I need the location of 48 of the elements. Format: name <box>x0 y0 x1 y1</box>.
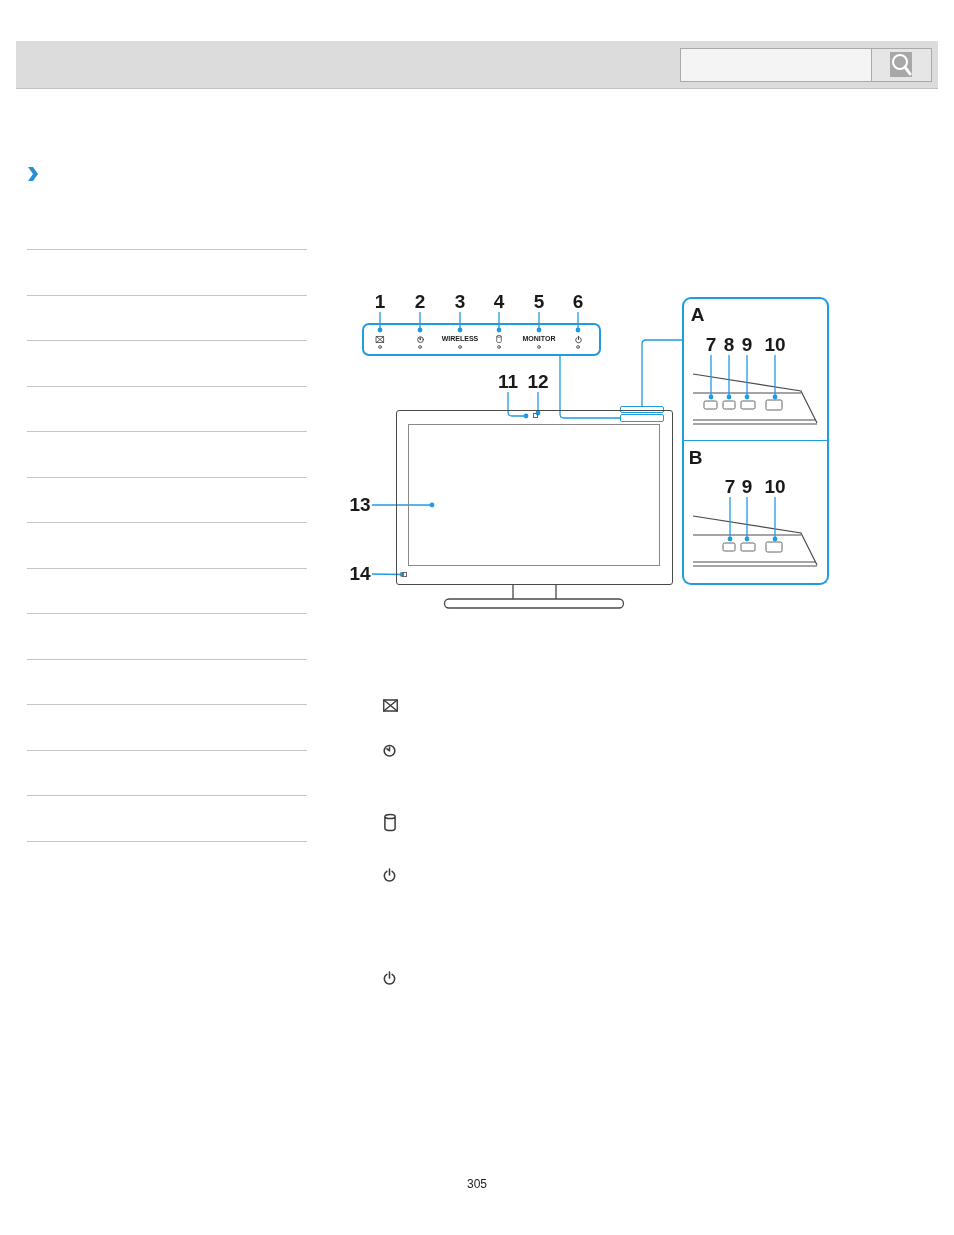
callout-number: 10 <box>763 335 787 355</box>
leader-line <box>772 496 778 542</box>
callout-number: 2 <box>413 292 427 312</box>
connector-line <box>559 355 621 419</box>
leader-line <box>708 354 714 400</box>
callout-number: 5 <box>532 292 546 312</box>
callout-number: 10 <box>763 477 787 497</box>
inset-panel <box>682 441 829 585</box>
callout-number: 9 <box>740 335 754 355</box>
leader-line <box>377 311 383 333</box>
callout-number: 1 <box>373 292 387 312</box>
inset-heading: A <box>690 304 705 325</box>
callout-number: 8 <box>722 335 736 355</box>
sensor-window <box>402 572 407 577</box>
callout-number: 14 <box>348 564 372 584</box>
leader-line <box>457 311 463 333</box>
callout-number: 12 <box>526 372 550 392</box>
camera-window <box>533 413 538 418</box>
leader-line <box>496 311 502 333</box>
indicator-panel <box>362 323 601 356</box>
leader-line <box>744 496 750 542</box>
leader-line <box>726 354 732 400</box>
page-number: 305 <box>466 1177 488 1191</box>
leader-line <box>575 311 581 333</box>
callout-number: 9 <box>740 477 754 497</box>
highlight-frame <box>620 406 664 413</box>
leader-line <box>417 311 423 333</box>
inset-heading: B <box>688 447 703 468</box>
leader-line <box>772 354 778 400</box>
leader-line <box>744 354 750 400</box>
leader-line <box>535 391 541 416</box>
leader-line <box>371 572 405 577</box>
callout-number: 13 <box>348 495 372 515</box>
callout-number: 7 <box>704 335 718 355</box>
leader-line <box>536 311 542 333</box>
inset-panel <box>682 297 829 441</box>
callout-number: 6 <box>571 292 585 312</box>
monitor-bezel <box>396 410 673 585</box>
leader-line <box>371 502 435 508</box>
monitor-screen <box>408 424 660 566</box>
connector-line <box>641 339 683 407</box>
callout-number: 4 <box>492 292 506 312</box>
callout-number: 3 <box>453 292 467 312</box>
callout-number: 7 <box>723 477 737 497</box>
leader-line <box>727 496 733 542</box>
callout-number: 11 <box>496 372 520 392</box>
leader-line <box>507 391 529 419</box>
highlight-frame <box>620 414 664 422</box>
